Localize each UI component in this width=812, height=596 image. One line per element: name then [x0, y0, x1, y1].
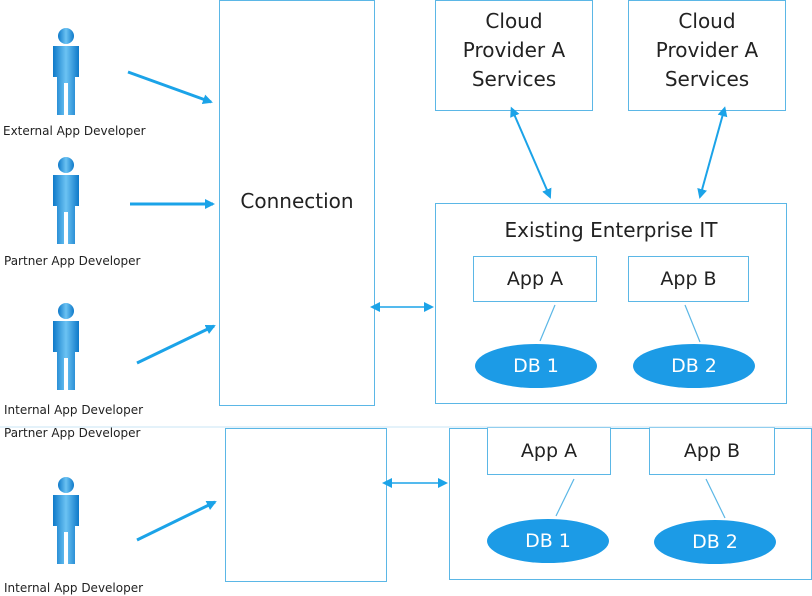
arrow-internal-to-connection: [136, 324, 216, 365]
person-icon: [53, 157, 79, 244]
connection-box-lower: [225, 428, 387, 582]
app-b-box-lower: App B: [649, 427, 775, 475]
db2-ellipse: DB 2: [633, 344, 755, 388]
db1-ellipse-lower: DB 1: [487, 519, 609, 563]
developer-caption: Internal App Developer: [4, 403, 144, 417]
developer-caption: External App Developer: [3, 124, 146, 138]
db2-ellipse-lower: DB 2: [654, 520, 776, 564]
cloud-services-label-right: Cloud Provider A Services: [655, 9, 759, 91]
arrow-internal-to-connection-lower: [136, 500, 217, 542]
person-icon: [53, 28, 79, 115]
arrow-enterprise-cloud-left: [510, 106, 552, 199]
link-app-b-db2: [684, 304, 701, 343]
person-icon: [53, 303, 79, 390]
app-b-box: App B: [628, 256, 749, 302]
enterprise-it-title: Existing Enterprise IT: [504, 218, 718, 242]
connection-box: [219, 0, 375, 406]
link-app-b-db2-lower: [705, 478, 726, 519]
link-app-a-db1-lower: [555, 478, 575, 517]
connection-label: Connection: [240, 189, 354, 213]
db1-ellipse: DB 1: [475, 344, 597, 388]
person-icon: [53, 477, 79, 564]
developer-caption: Partner App Developer: [4, 426, 141, 440]
cloud-services-label-left: Cloud Provider A Services: [462, 9, 566, 91]
cloud-services-box-left: [435, 0, 593, 111]
link-app-a-db1: [539, 304, 556, 342]
app-a-box-lower: App A: [487, 427, 611, 475]
app-a-box: App A: [473, 256, 597, 302]
developer-caption: Internal App Developer: [4, 581, 144, 595]
developer-caption: Partner App Developer: [4, 254, 141, 268]
arrow-external-to-connection: [127, 70, 213, 104]
arrow-enterprise-cloud-right: [697, 106, 728, 199]
